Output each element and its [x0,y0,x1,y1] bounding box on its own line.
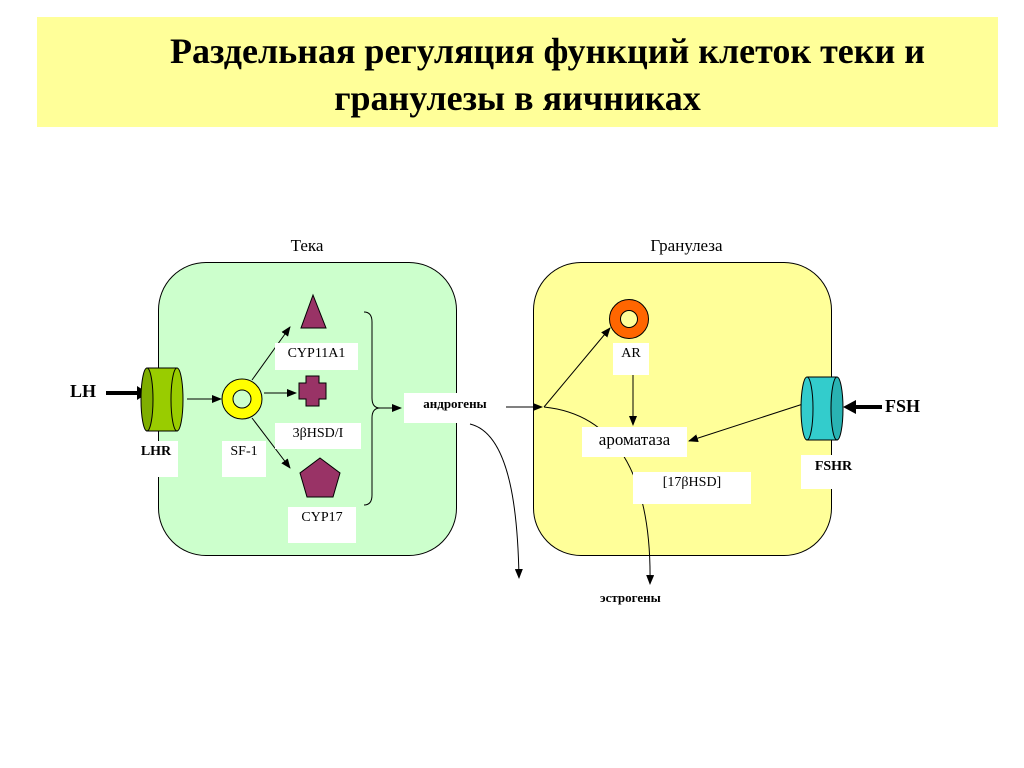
cyp17-label: CYP17 [288,507,356,543]
sf1-to-cyp11a1-arrow [251,326,291,381]
lhr-receptor-shape [140,367,184,432]
fshr-to-aromatase-arrow [688,403,804,443]
lhr-label: LHR [134,441,178,477]
sf1-ring-shape [222,379,262,419]
granulosa-label: Гранулеза [635,234,738,258]
3bhsd-cross-shape [298,375,327,407]
fshr-label: FSHR [801,455,866,489]
lh-label: LH [70,381,97,401]
ar-label: AR [613,343,649,375]
cyp17-pentagon-shape [299,457,341,498]
fshr-receptor-shape [800,376,844,441]
title-banner [37,17,998,127]
to-ar-arrow [543,327,611,408]
fsh-label: FSH [885,396,921,416]
sf1-to-cyp17-arrow [251,417,291,469]
androgens-label: андрогены [404,393,506,423]
ar-ring-shape [609,299,649,339]
fsh-arrow [843,400,882,414]
page-title: Раздельная регуляция функций клеток теки… [37,28,998,122]
3bhsd-label: 3βHSD/I [275,423,361,449]
cyp11a1-triangle-shape [300,293,327,329]
enzyme-brace [363,311,381,506]
aromatase-label: ароматаза [582,427,687,457]
title-line-1: Раздельная регуляция функций клеток теки… [169,31,925,71]
estrogens-label: эстрогены [600,590,661,605]
17bhsd-label: [17βHSD] [633,472,751,504]
cyp11a1-label: CYP11A1 [275,343,358,370]
title-line-2: гранулезы в яичниках [334,78,701,118]
androgens-outflow-arrow [469,423,523,579]
sf1-label: SF-1 [222,441,266,477]
theca-label: Тека [274,234,340,258]
